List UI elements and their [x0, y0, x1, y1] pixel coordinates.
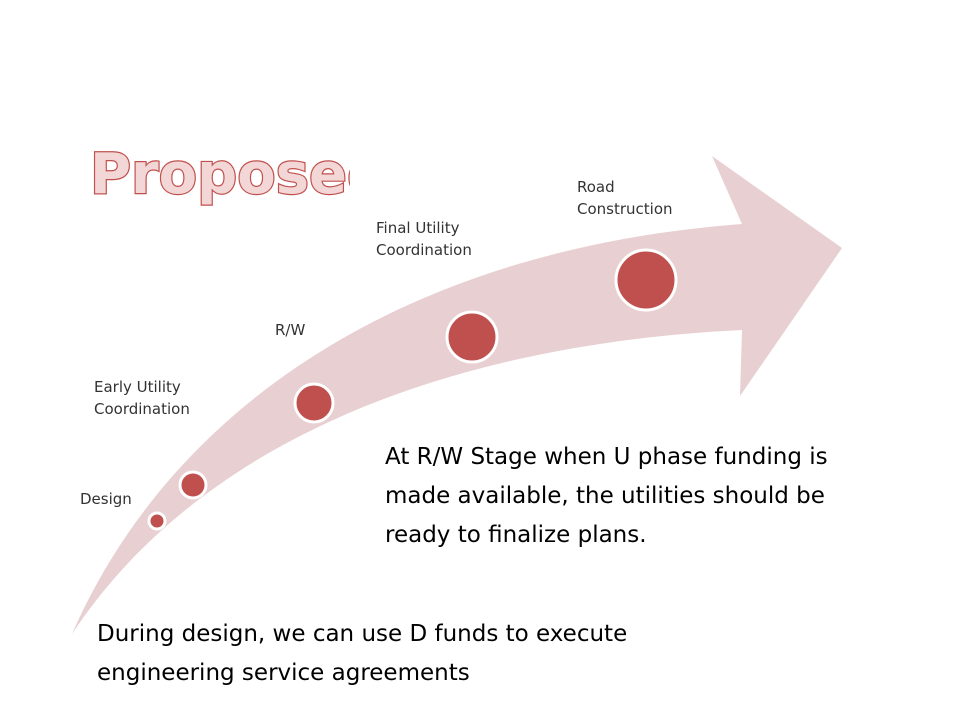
title-wordart: Proposed: [89, 141, 350, 208]
rw-marker: [293, 382, 335, 424]
stage-label-rw: R/W: [275, 321, 306, 339]
design-marker: [147, 511, 167, 531]
early-utility-coordination-marker: [178, 470, 208, 500]
page-title: Proposed: [90, 142, 350, 207]
design-note: During design, we can use D funds to exe…: [97, 621, 628, 686]
stage-label-road-construction: Road Construction: [577, 178, 673, 218]
stage-label-final-utility-coordination: Final Utility Coordination: [376, 219, 472, 259]
rw-stage-note: At R/W Stage when U phase funding is mad…: [385, 444, 828, 548]
road-construction-marker: [614, 248, 678, 312]
stage-label-early-utility-coordination: Early Utility Coordination: [94, 378, 190, 418]
final-utility-coordination-marker: [445, 310, 499, 364]
stage-label-design: Design: [80, 490, 132, 508]
